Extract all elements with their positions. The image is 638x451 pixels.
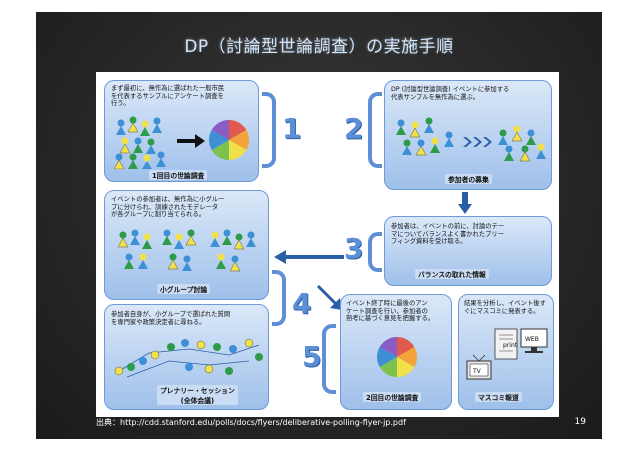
- panel5-line-1: イベント終了時に最後のアン: [346, 300, 428, 307]
- panel5-line-2: ケート調査を行い、参加者の: [346, 307, 428, 315]
- panel6-line-2: ぐにマスコミに発表する。: [464, 307, 540, 315]
- source-footer: 出典：http://cdd.stanford.edu/polls/docs/fl…: [96, 418, 406, 427]
- crowd-icon: [113, 116, 166, 169]
- panel1-label: 1回目の世論調査: [149, 170, 208, 180]
- panel4a-line-1: イベントの参加者は、無作為に小グルー: [111, 196, 225, 203]
- step-number-2: 2: [344, 112, 364, 145]
- panel2-line-2: 代表サンプルを無作為に選ぶ。: [391, 93, 479, 101]
- tv-icon: [466, 354, 492, 380]
- panel1-illustration: [113, 116, 249, 169]
- step-number-4: 4: [292, 287, 312, 320]
- panel-balanced-info: 参加者は、イベントの前に、討論のテー マについてバランスよく書かれたブリー フィ…: [384, 216, 552, 286]
- panel4b-line-2: を専門家や政策決定者に尋ねる。: [111, 318, 206, 326]
- panel2-text: DP (討論型世論調査) イベントに参加する 代表サンプルを無作為に選ぶ。: [391, 86, 509, 101]
- bracket-3: [368, 232, 382, 272]
- bracket-4: [272, 270, 286, 326]
- panel3-text: 参加者は、イベントの前に、討論のテー マについてバランスよく書かれたブリー フィ…: [391, 223, 504, 246]
- panel1-line-1: まず最初に、無作為に選ばれた一般市民: [111, 85, 225, 92]
- panel4a-illustration: [117, 229, 256, 272]
- panel6-line-1: 結果を分析し、イベント後す: [464, 300, 546, 307]
- panel3-line-2: マについてバランスよく書かれたブリー: [391, 230, 505, 238]
- pie-chart-icon: [209, 120, 249, 160]
- right-arrow-icon: [177, 134, 205, 148]
- slide: DP（討論型世論調査）の実施手順 まず最初に、無作為に選ばれた一般市民 を代表す…: [36, 12, 602, 439]
- panel1-text: まず最初に、無作為に選ばれた一般市民 を代表するサンプルにアンケート調査を 行う…: [111, 85, 224, 108]
- panel2-line-1: DP (討論型世論調査) イベントに参加する: [391, 86, 510, 93]
- panel1-line-2: を代表するサンプルにアンケート調査を: [111, 92, 224, 100]
- panel4b-label: プレナリー・セッション (全体会議): [157, 385, 238, 405]
- panel2-label: 参加者の募集: [445, 174, 492, 184]
- panel4a-text: イベントの参加者は、無作為に小グルー プに分けられ、訓練されたモデレータ が各グ…: [111, 196, 224, 219]
- down-arrow-icon: [458, 192, 472, 214]
- panel4a-line-2: プに分けられ、訓練されたモデレータ: [111, 203, 219, 211]
- newspaper-icon: [494, 328, 518, 360]
- panel6-text: 結果を分析し、イベント後す ぐにマスコミに発表する。: [464, 300, 546, 315]
- panel1-line-3: 行う。: [111, 100, 130, 108]
- panel-plenary-session: 参加者自身が、小グループで選ばれた質問 を専門家や政策決定者に尋ねる。: [104, 304, 269, 410]
- panel4b-label-line-1: プレナリー・セッション: [160, 387, 235, 395]
- bracket-1: [262, 92, 276, 168]
- media-illustration: print WEB TV: [466, 328, 548, 380]
- panel4a-line-3: が各グループに割り当てられる。: [111, 211, 206, 219]
- panel3-line-3: フィング資料を受け取る。: [391, 238, 467, 246]
- panel-small-group: イベントの参加者は、無作為に小グルー プに分けられ、訓練されたモデレータ が各グ…: [104, 190, 269, 300]
- selected-group-icon: [498, 125, 546, 162]
- panel-first-survey: まず最初に、無作為に選ばれた一般市民 を代表するサンプルにアンケート調査を 行う…: [104, 80, 259, 182]
- bracket-2: [368, 92, 382, 168]
- panel5-text: イベント終了時に最後のアン ケート調査を行い、参加者の 熟考に基づく意見を把握す…: [346, 300, 434, 323]
- crowd-icon: [396, 117, 454, 156]
- web-monitor-icon: [520, 328, 548, 353]
- group-table-icon: [117, 229, 256, 272]
- pie-chart-icon: [377, 337, 417, 377]
- step-number-3: 3: [344, 232, 364, 265]
- panel4b-illustration: [114, 338, 263, 378]
- slide-title: DP（討論型世論調査）の実施手順: [184, 37, 454, 57]
- panel-media-coverage: 結果を分析し、イベント後す ぐにマスコミに発表する。 print WEB: [458, 294, 554, 410]
- panel3-label: バランスの取れた情報: [415, 269, 489, 279]
- panel3-line-1: 参加者は、イベントの前に、討論のテー: [391, 223, 505, 230]
- panel4b-line-1: 参加者自身が、小グループで選ばれた質問: [111, 311, 231, 318]
- chevron-arrows-icon: [463, 137, 492, 147]
- panel4b-text: 参加者自身が、小グループで選ばれた質問 を専門家や政策決定者に尋ねる。: [111, 311, 230, 326]
- procedure-figure: まず最初に、無作為に選ばれた一般市民 を代表するサンプルにアンケート調査を 行う…: [96, 72, 559, 417]
- panel-second-survey: イベント終了時に最後のアン ケート調査を行い、参加者の 熟考に基づく意見を把握す…: [340, 294, 452, 410]
- print-text: print: [503, 342, 518, 349]
- panel5-line-3: 熟考に基づく意見を把握する。: [346, 315, 435, 323]
- panel4b-label-line-2: (全体会議): [180, 397, 215, 405]
- diagonal-arrow-icon: [316, 284, 342, 310]
- panel2-illustration: [396, 117, 546, 162]
- web-text: WEB: [525, 336, 539, 343]
- panel-recruitment: DP (討論型世論調査) イベントに参加する 代表サンプルを無作為に選ぶ。: [384, 80, 552, 190]
- page-number: 19: [574, 417, 586, 427]
- tv-text: TV: [472, 368, 482, 375]
- panel4a-label: 小グループ討論: [157, 284, 211, 294]
- panel5-label: 2回目の世論調査: [363, 392, 422, 402]
- step-number-1: 1: [282, 112, 302, 145]
- left-arrow-icon: [274, 250, 344, 264]
- bracket-5: [322, 324, 336, 394]
- panel6-label: マスコミ報道: [475, 392, 522, 402]
- participants-icon: [114, 338, 263, 376]
- step-number-5: 5: [302, 340, 322, 373]
